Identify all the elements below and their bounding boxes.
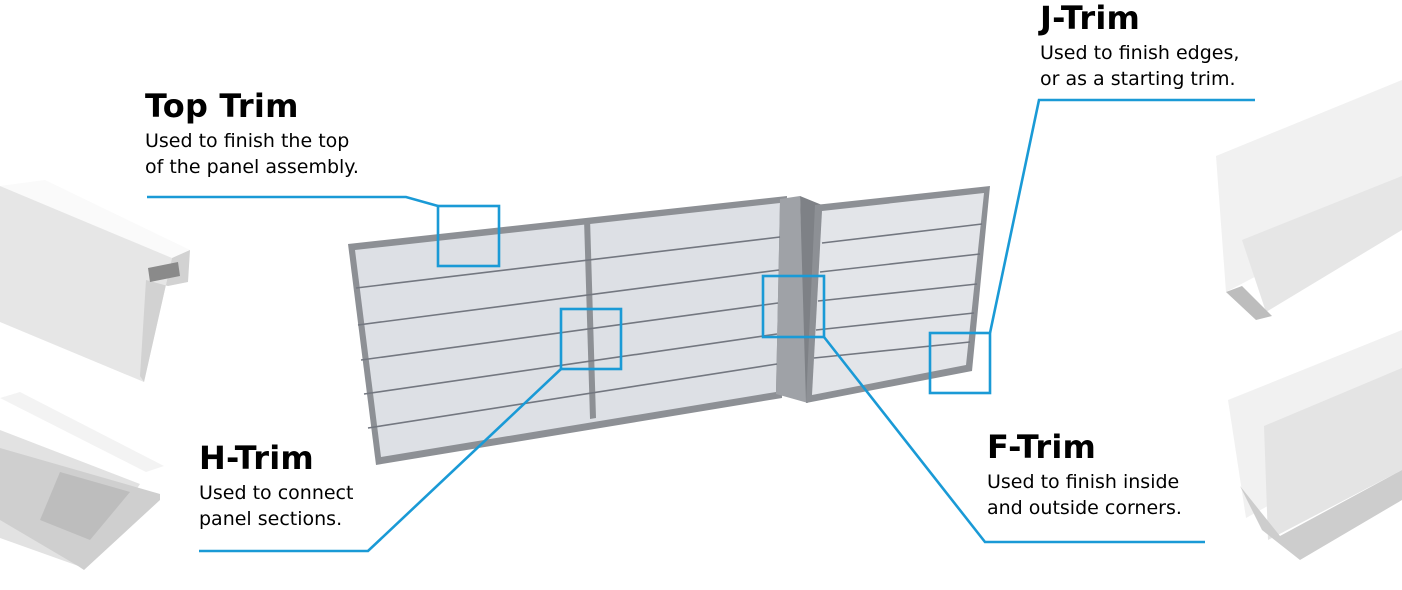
- f-trim-title: F-Trim: [987, 428, 1097, 466]
- seam: [363, 333, 778, 395]
- description-line: panel sections.: [199, 508, 343, 530]
- f-trim-profile: [1228, 330, 1402, 560]
- top-trim-title: Top Trim: [145, 87, 299, 125]
- callout-graphics: [147, 98, 1255, 553]
- top-trim-end: [140, 250, 190, 382]
- seam: [367, 363, 778, 429]
- right-panel-face: [812, 193, 984, 395]
- corner-trim: [776, 196, 808, 403]
- j-trim-title: J-Trim: [1040, 0, 1141, 37]
- j-trim-highlight: [928, 331, 992, 395]
- seam: [819, 253, 981, 273]
- seam: [360, 302, 779, 361]
- seam: [355, 236, 781, 289]
- description-line: Used to finish inside: [987, 471, 1180, 493]
- seam: [817, 283, 978, 302]
- j-trim-profile: [1216, 80, 1402, 320]
- description-line: or as a starting trim.: [1040, 68, 1236, 90]
- f-trim-description: Used to finish inside and outside corner…: [987, 469, 1182, 521]
- j-trim-lip: [1242, 176, 1402, 312]
- description-line: and outside corners.: [987, 497, 1182, 519]
- panel-seams: [355, 223, 983, 429]
- f-trim-base: [1240, 470, 1402, 560]
- description-line: Used to finish edges,: [1040, 42, 1240, 64]
- top-trim-description: Used to finish the top of the panel asse…: [145, 128, 359, 180]
- description-line: Used to connect: [199, 482, 354, 504]
- seam: [357, 269, 780, 326]
- h-trim-top-face: [0, 392, 164, 472]
- h-trim-leader: [199, 368, 562, 553]
- top-trim-callout: Top Trim Used to finish the top of the p…: [145, 88, 359, 180]
- h-trim-profile: [0, 392, 164, 570]
- h-trim-title: H-Trim: [199, 439, 314, 477]
- h-trim-highlight: [559, 307, 623, 371]
- h-trim-description: Used to connect panel sections.: [199, 480, 353, 532]
- h-trim-callout: H-Trim Used to connect panel sections.: [199, 440, 353, 532]
- top-trim-top-face: [0, 180, 190, 258]
- f-trim-highlight: [761, 274, 826, 339]
- top-trim-highlight: [436, 204, 501, 268]
- j-trim-callout: J-Trim Used to finish edges, or as a sta…: [1040, 0, 1239, 92]
- top-trim-profile: [0, 180, 190, 382]
- description-line: of the panel assembly.: [145, 156, 359, 178]
- j-trim-bottom: [1226, 286, 1272, 320]
- top-trim-leader: [147, 195, 439, 208]
- panel-wall: [348, 186, 990, 465]
- f-trim-back: [1264, 368, 1402, 540]
- f-trim-leader: [822, 336, 1205, 544]
- seam: [815, 312, 975, 331]
- description-line: Used to finish the top: [145, 130, 350, 152]
- f-trim-callout: F-Trim Used to finish inside and outside…: [987, 429, 1182, 521]
- top-trim-front-face: [0, 186, 172, 382]
- h-trim-shadow: [40, 472, 130, 540]
- j-trim-description: Used to finish edges, or as a starting t…: [1040, 40, 1239, 92]
- j-trim-leader: [988, 98, 1255, 334]
- top-trim-slot: [148, 262, 180, 282]
- seam: [821, 223, 983, 244]
